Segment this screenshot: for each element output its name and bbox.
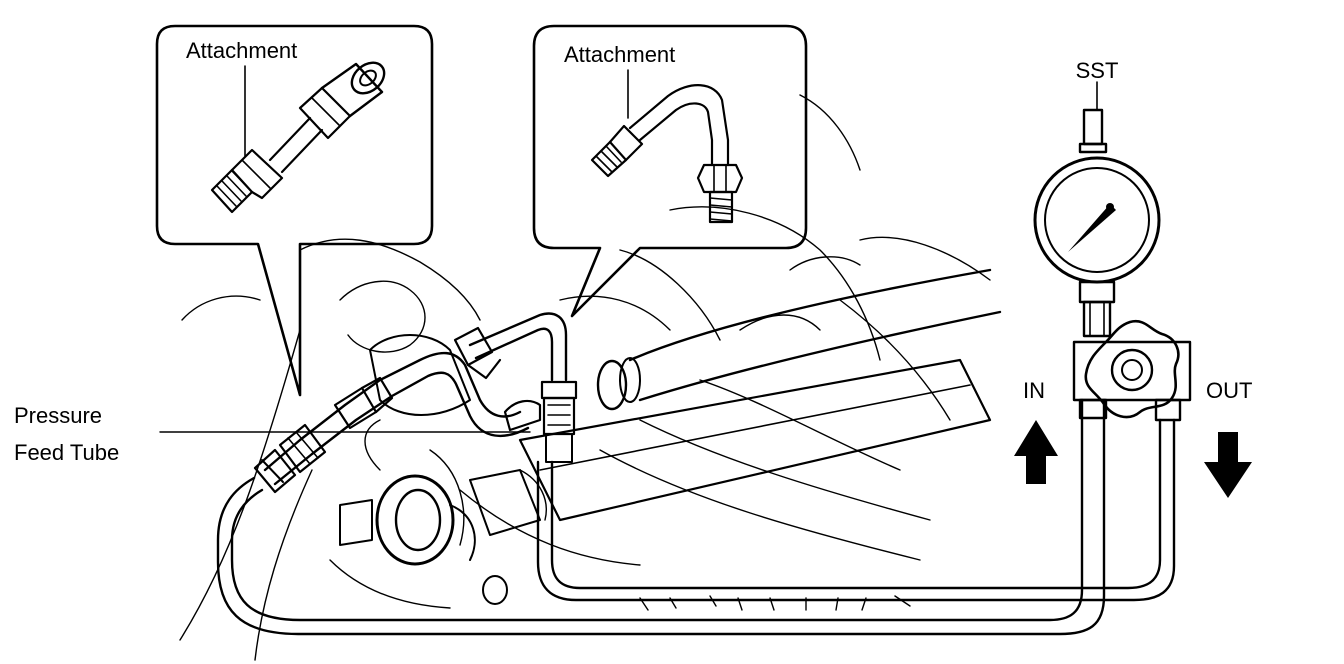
callout-right	[532, 24, 808, 318]
attachment-right-label: Attachment	[564, 42, 675, 67]
pressure-feed-tube-label-line2: Feed Tube	[14, 440, 119, 465]
attachment-straight-adapter	[210, 61, 386, 214]
feed-tube-fitting-3	[333, 376, 394, 430]
steering-rack	[339, 268, 1002, 605]
return-line-tubes	[216, 398, 1176, 636]
sst-label: SST	[1076, 58, 1119, 83]
callout-left	[155, 24, 434, 397]
feed-tube-fitting-1	[253, 448, 297, 494]
arrow-down-icon	[1204, 432, 1252, 498]
upper-tube-fitting	[453, 326, 502, 380]
arrow-up-icon	[1014, 420, 1058, 484]
return-tube-fitting	[540, 380, 578, 463]
attachment-left-label: Attachment	[186, 38, 297, 63]
in-label: IN	[1023, 378, 1045, 403]
pressure-feed-tube-label-line1: Pressure	[14, 403, 102, 428]
attachment-bent-adapter	[590, 69, 744, 224]
leader-lines	[159, 81, 1098, 433]
out-label: OUT	[1206, 378, 1252, 403]
pressure-gauge-icon	[1033, 108, 1192, 422]
